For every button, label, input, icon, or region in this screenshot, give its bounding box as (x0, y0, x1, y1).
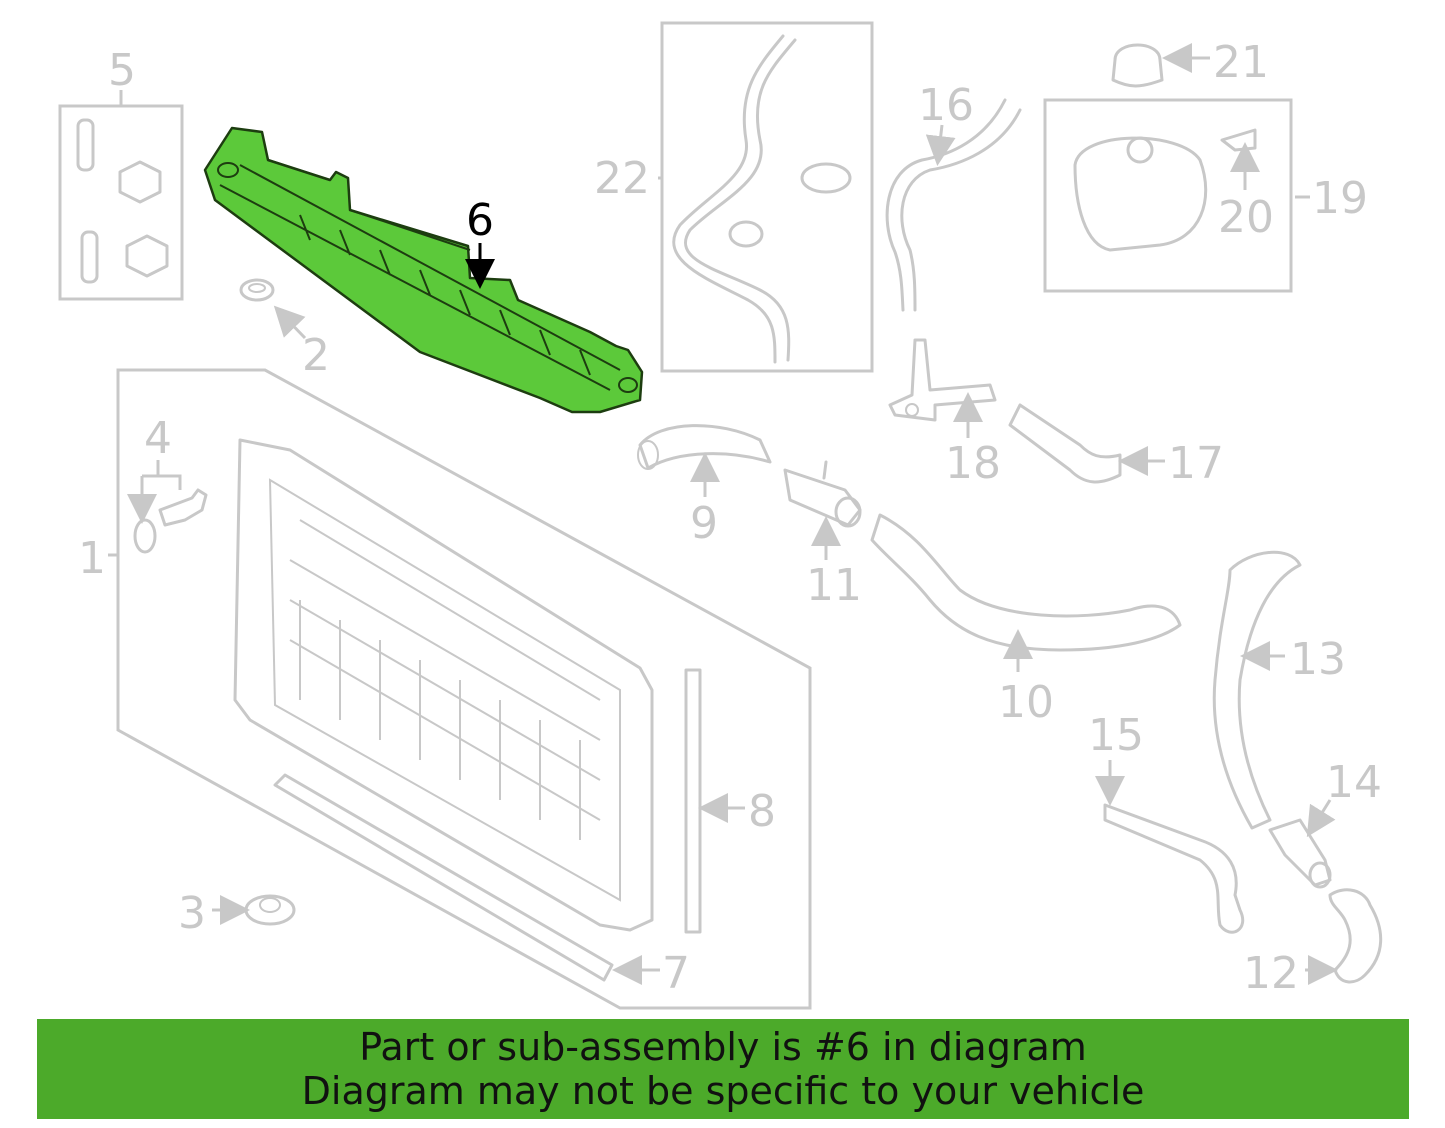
callout-13: 13 (1290, 634, 1346, 685)
part-4-sensor[interactable] (133, 488, 208, 554)
callout-18: 18 (945, 438, 1001, 489)
part-10-hose[interactable] (870, 513, 1182, 652)
callout-21: 21 (1213, 37, 1269, 88)
part-15-hose[interactable] (1103, 803, 1244, 934)
callout-22: 22 (594, 153, 650, 204)
callout-9: 9 (690, 498, 718, 549)
callout-8: 8 (748, 786, 776, 837)
callout-11: 11 (806, 560, 862, 611)
callout-14: 14 (1326, 757, 1382, 808)
parts-diagram: 5 6 2 22 16 21 19 (58, 21, 1383, 1010)
callout-10: 10 (998, 677, 1054, 728)
callout-7: 7 (662, 948, 690, 999)
callout-17: 17 (1168, 438, 1224, 489)
part-13-hose[interactable] (1212, 550, 1302, 830)
info-banner: Part or sub-assembly is #6 in diagram Di… (37, 1019, 1409, 1119)
banner-line-1: Part or sub-assembly is #6 in diagram (359, 1025, 1087, 1069)
callout-4: 4 (144, 413, 172, 464)
part-11-connector[interactable] (783, 460, 862, 528)
callout-5: 5 (108, 45, 136, 96)
part-9-hose[interactable] (637, 424, 772, 470)
part-3-clip[interactable] (244, 894, 296, 926)
part-21-reservoir-cap[interactable] (1111, 43, 1164, 88)
callout-3: 3 (178, 888, 206, 939)
callout-6: 6 (466, 195, 494, 246)
callout-19: 19 (1312, 173, 1368, 224)
callout-20: 20 (1218, 192, 1274, 243)
part-22-hose-kit[interactable] (660, 21, 874, 373)
callout-16: 16 (918, 80, 974, 131)
callout-1: 1 (78, 533, 106, 584)
callout-12: 12 (1243, 948, 1299, 999)
part-8-seal-strip[interactable] (684, 668, 702, 934)
part-14-connector[interactable] (1268, 818, 1332, 889)
part-2-grommet[interactable] (239, 278, 275, 302)
part-18-outlet-fitting[interactable] (888, 338, 997, 422)
part-12-hose[interactable] (1328, 888, 1383, 984)
part-17-hose[interactable] (1008, 403, 1122, 484)
part-5-hardware-kit[interactable] (58, 104, 184, 301)
part-16-hose[interactable] (885, 98, 1022, 312)
callout-2: 2 (302, 330, 330, 381)
callout-15: 15 (1088, 710, 1144, 761)
part-7-seal-strip[interactable] (273, 773, 614, 982)
part-6-air-guide-highlighted[interactable] (203, 126, 644, 414)
banner-line-2: Diagram may not be specific to your vehi… (301, 1069, 1145, 1113)
part-1-radiator[interactable] (116, 368, 812, 1010)
